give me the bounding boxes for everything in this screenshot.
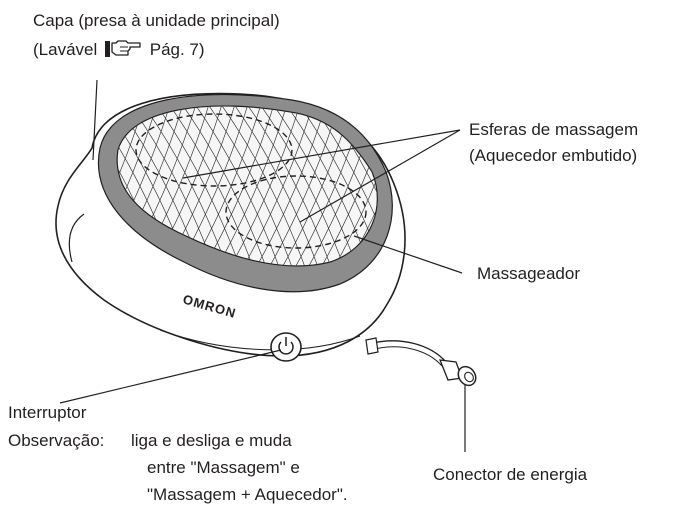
label-massage-balls: Esferas de massagem (469, 120, 639, 139)
leader-massager (353, 235, 463, 274)
leader-switch (59, 349, 282, 404)
label-cover-washable: (Lavável Pág. 7) (33, 39, 205, 60)
pointing-hand-icon (105, 40, 141, 57)
leader-balls-upper (182, 129, 461, 179)
label-cover-washable-text: (Lavável (33, 40, 98, 59)
label-cover-page-ref: Pág. 7) (149, 40, 205, 59)
massage-ball-upper (135, 113, 293, 187)
power-cord (367, 340, 447, 363)
side-fold-line (68, 213, 85, 263)
leader-balls-lower (299, 129, 461, 223)
power-icon (278, 341, 294, 355)
label-switch: Interruptor (8, 403, 87, 422)
label-note-prefix: Observação: (8, 431, 105, 450)
massage-ball-lower (225, 175, 367, 249)
label-note-line3: "Massagem + Aquecedor". (147, 485, 348, 504)
label-cover: Capa (presa à unidade principal) (33, 11, 280, 30)
power-connector (438, 359, 477, 387)
power-button[interactable] (270, 332, 302, 362)
label-massager: Massageador (477, 264, 581, 283)
label-power-connector: Conector de energia (433, 465, 588, 484)
label-note-line1: liga e desliga e muda (131, 431, 292, 450)
label-note-line2: entre "Massagem" e (147, 458, 300, 477)
leader-cover (92, 79, 98, 161)
label-heater-builtin: (Aquecedor embutido) (469, 146, 638, 165)
power-cord-inner (369, 346, 443, 367)
cord-strain-relief (365, 337, 379, 355)
bottom-seam-line (159, 329, 361, 351)
